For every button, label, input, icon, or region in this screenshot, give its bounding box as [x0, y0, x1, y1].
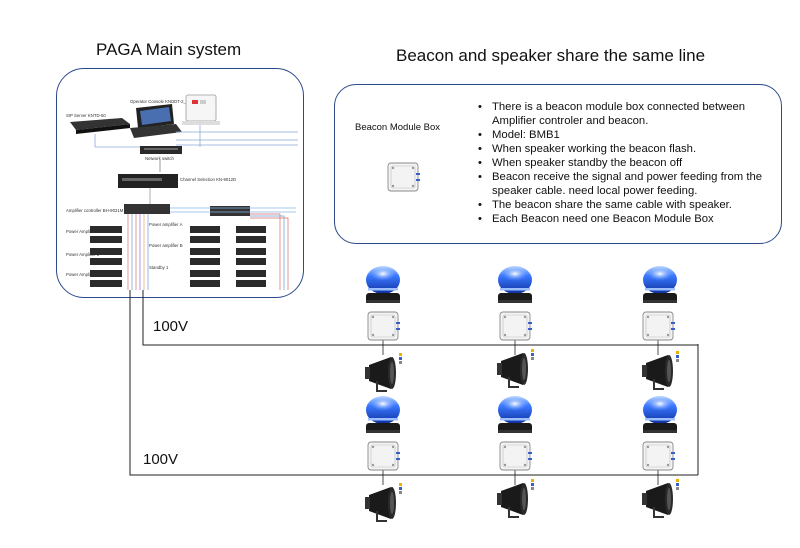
operator-console-icon	[130, 104, 182, 138]
sip-server-icon	[70, 118, 130, 134]
beacon-module-box-icon	[642, 441, 676, 471]
beacon-module-box-icon	[367, 441, 401, 471]
beacon-module-box-icon	[367, 311, 401, 341]
amplifier-controller-label: Amplifier controller BH-9021M	[66, 208, 124, 213]
info-bullet: Each Beacon need one Beacon Module Box	[478, 212, 778, 226]
speaker-line-wires	[129, 290, 699, 476]
power-amp-a-label: Power amplifier A	[149, 222, 183, 227]
network-switch-icon	[140, 146, 182, 154]
drop-wires	[382, 340, 659, 485]
beacon-icon	[366, 396, 400, 433]
power-amplifier-stack	[90, 226, 266, 287]
line2-voltage-label: 100V	[143, 451, 179, 468]
channel-selector-icon	[118, 174, 178, 188]
info-bullet: The beacon share the same cable with spe…	[478, 198, 778, 212]
beacon-icon	[498, 266, 532, 303]
beacon-icon	[366, 266, 400, 303]
standby-label: Standby 1	[149, 265, 169, 270]
paga-main-title: PAGA Main system	[96, 40, 242, 59]
horn-speaker-icon	[496, 348, 535, 388]
info-bullet: When speaker working the beacon flash.	[478, 142, 778, 156]
beacon-icon	[643, 396, 677, 433]
power-amplifier-label: Power Amplifier 3	[66, 272, 100, 277]
beacon-module-box-icon	[499, 441, 533, 471]
beacon-module-box-icon	[387, 162, 421, 192]
line2-bottom-wire	[129, 290, 698, 476]
control-box-icon	[182, 94, 220, 125]
channel-selector-label: Channel Selection KN-9012D	[180, 177, 237, 182]
network-switch-label: Network switch	[145, 156, 174, 161]
power-amplifier-label: Power Amplifier 2	[66, 252, 100, 257]
module-box-label: Beacon Module Box	[355, 122, 441, 133]
horn-speaker-icon	[641, 350, 680, 390]
operator-console-label: Operator Console KNDDT-2_A17	[130, 99, 194, 104]
horn-speaker-icon	[364, 352, 403, 392]
sip-server-label: SIP Server KNTD-50	[66, 113, 106, 118]
info-bullet: There is a beacon module box connected b…	[478, 100, 778, 128]
power-amplifier-label: Power Amplifier 1	[66, 229, 100, 234]
line1-voltage-label: 100V	[153, 318, 189, 335]
paga-system-box	[56, 68, 304, 298]
beacon-info-box	[334, 84, 782, 244]
bus-cables	[127, 207, 296, 290]
beacon-icon	[498, 396, 532, 433]
line1-top-wire	[142, 290, 698, 346]
info-bullet: Model: BMB1	[478, 128, 778, 142]
power-amp-b-label: Power amplifier B	[149, 243, 183, 248]
horn-speaker-icon	[641, 478, 680, 518]
horn-speaker-icon	[496, 478, 535, 518]
paga-equipment	[70, 94, 298, 290]
amplifier-controller-icon	[124, 204, 250, 216]
info-bullet-list: There is a beacon module box connected b…	[478, 100, 778, 226]
share-line-title: Beacon and speaker share the same line	[396, 46, 706, 65]
info-bullet: When speaker standby the beacon off	[478, 156, 778, 170]
beacon-module-box-icon	[499, 311, 533, 341]
beacon-module-box-icon	[642, 311, 676, 341]
horn-speaker-icon	[364, 482, 403, 522]
beacon-icon	[643, 266, 677, 303]
info-bullet: Beacon receive the signal and power feed…	[478, 170, 778, 198]
